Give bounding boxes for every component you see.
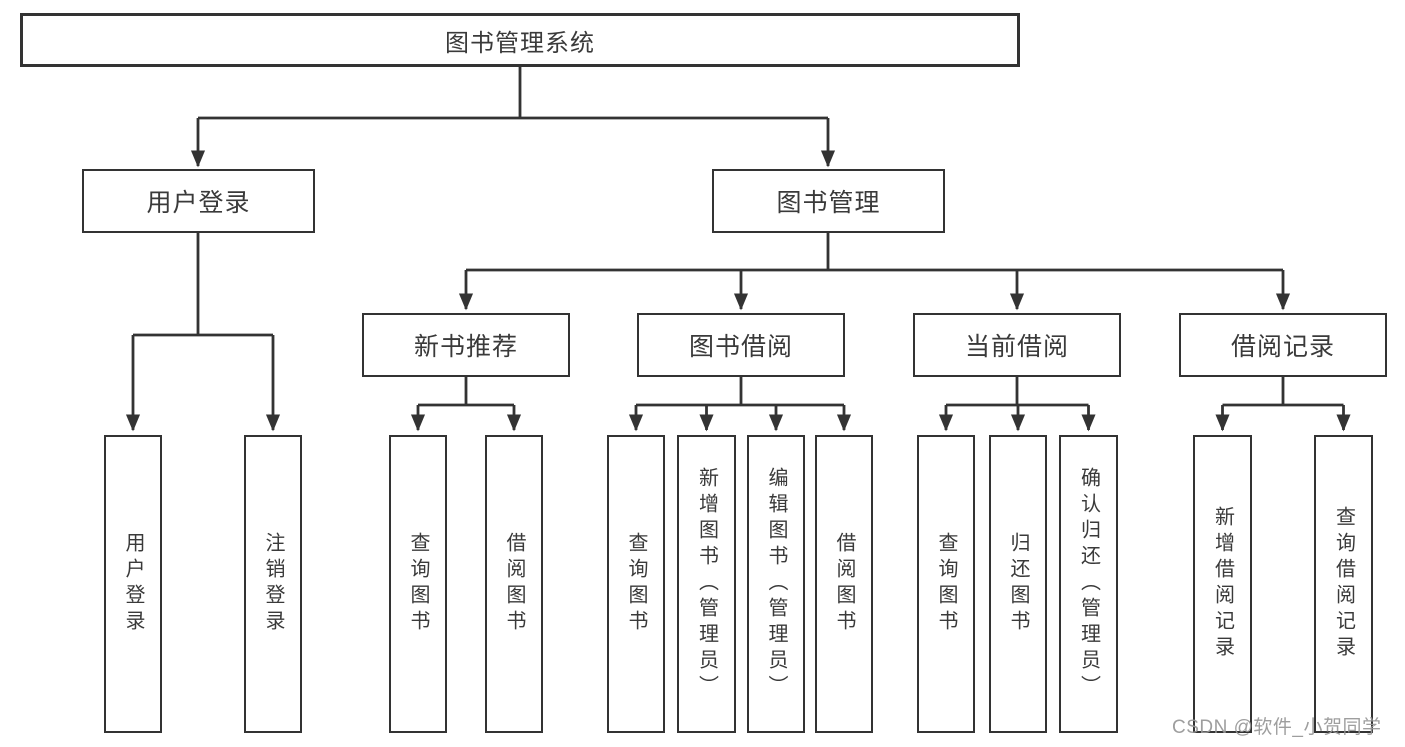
- node-user-login-action: 用户登录: [104, 435, 162, 733]
- leaf-label: 注销登录: [262, 532, 284, 636]
- node-add-books-admin: 新增图书（管理员）: [677, 435, 736, 733]
- node-borrow-books-borrow: 借阅图书: [815, 435, 873, 733]
- node-confirm-return-admin: 确认归还（管理员）: [1059, 435, 1118, 733]
- leaf-label: 查询图书: [407, 532, 429, 636]
- node-user-login: 用户登录: [82, 169, 315, 233]
- leaf-label: 新增借阅记录: [1211, 506, 1234, 662]
- node-edit-books-admin: 编辑图书（管理员）: [747, 435, 805, 733]
- watermark: CSDN @软件_小贺同学: [1172, 717, 1382, 738]
- node-new-book-recommend: 新书推荐: [362, 313, 570, 377]
- node-add-borrow-record: 新增借阅记录: [1193, 435, 1252, 733]
- leaf-label: 归还图书: [1007, 532, 1029, 636]
- node-root-system: 图书管理系统: [20, 13, 1020, 67]
- node-logout: 注销登录: [244, 435, 302, 733]
- node-book-management: 图书管理: [712, 169, 945, 233]
- leaf-label: 查询图书: [625, 532, 647, 636]
- leaf-label: 查询图书: [935, 532, 957, 636]
- node-query-books-recommend: 查询图书: [389, 435, 447, 733]
- node-query-books-borrow: 查询图书: [607, 435, 665, 733]
- node-return-books: 归还图书: [989, 435, 1047, 733]
- node-borrowing-records: 借阅记录: [1179, 313, 1387, 377]
- node-current-borrowing: 当前借阅: [913, 313, 1121, 377]
- node-borrow-books-recommend: 借阅图书: [485, 435, 543, 733]
- node-query-books-current: 查询图书: [917, 435, 975, 733]
- node-query-borrow-record: 查询借阅记录: [1314, 435, 1373, 733]
- leaf-label: 编辑图书（管理员）: [765, 467, 787, 701]
- leaf-label: 确认归还（管理员）: [1077, 467, 1100, 701]
- leaf-label: 新增图书（管理员）: [695, 467, 718, 701]
- leaf-label: 用户登录: [122, 532, 144, 636]
- leaf-label: 查询借阅记录: [1332, 506, 1355, 662]
- leaf-label: 借阅图书: [833, 532, 855, 636]
- leaf-label: 借阅图书: [503, 532, 525, 636]
- node-book-borrowing: 图书借阅: [637, 313, 845, 377]
